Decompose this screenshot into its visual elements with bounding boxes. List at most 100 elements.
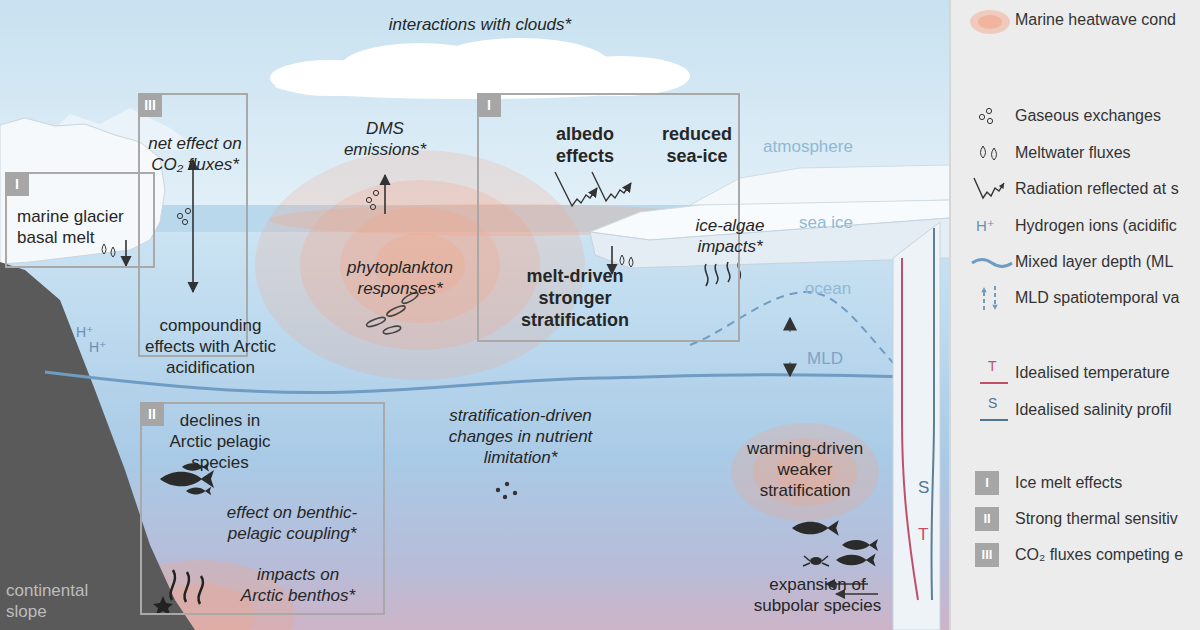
legend-symbol-part: [981, 287, 986, 292]
scene-label: phytoplankton responses*: [335, 257, 465, 299]
scene-label: ice-algae impacts*: [680, 215, 780, 257]
node-text: albedo effects: [535, 123, 635, 167]
albedo-ray: [555, 172, 597, 206]
crab-icon: [803, 556, 829, 566]
legend-symbol: [968, 101, 1014, 131]
legend-sample: [968, 283, 1014, 313]
nutrient-dot: [513, 491, 517, 495]
kelp: [170, 570, 175, 600]
albedo-ray: [592, 172, 631, 201]
legend-swatch: III: [975, 543, 999, 567]
group-tag: I: [477, 93, 501, 117]
node-text: impacts on Arctic benthos*: [238, 564, 358, 606]
ice-algae: [705, 264, 708, 286]
group-tag: I: [5, 172, 29, 196]
scene-label: MLD: [800, 348, 850, 369]
legend-sample: [968, 138, 1014, 168]
legend-text: Marine heatwave cond: [1015, 10, 1176, 30]
legend-sample: [968, 5, 1014, 35]
legend-sample-label: II: [975, 507, 999, 531]
node-text: warming-driven weaker stratification: [745, 438, 865, 501]
nutrient-dot: [503, 495, 507, 499]
scene-label: ocean: [793, 278, 863, 299]
node-text: marine glacier basal melt: [17, 206, 142, 248]
node-text: declines in Arctic pelagic species: [160, 410, 280, 473]
scene-label: H⁺: [89, 339, 107, 355]
kelp: [198, 576, 203, 604]
legend-sample-label: T: [988, 358, 997, 374]
mld-arrow: [789, 362, 791, 376]
legend-text: Idealised temperature: [1015, 363, 1170, 383]
node-text: net effect on CO₂ fluxes*: [140, 133, 250, 175]
crab-icon: [810, 557, 822, 565]
scene-label: S: [918, 477, 929, 498]
legend-sample: [968, 101, 1014, 131]
legend-text: Idealised salinity profil: [1015, 400, 1172, 420]
legend-symbol-part: [999, 183, 1004, 189]
legend-symbol: [968, 174, 1014, 204]
fish-icon: [842, 539, 878, 551]
salinity-profile: [931, 228, 934, 600]
meltwater-drop: [620, 255, 624, 265]
meltwater-drop: [111, 247, 115, 257]
node-text: effect on benthic-pelagic coupling*: [212, 502, 372, 544]
meltwater-drop: [102, 244, 106, 254]
scene-label: stratification-driven changes in nutrien…: [438, 405, 603, 468]
fish-icon: [792, 520, 839, 536]
phytoplankton: [386, 304, 407, 318]
phytoplankton: [366, 316, 387, 328]
ice-algae: [715, 264, 718, 284]
legend-sample-label: H⁺: [976, 217, 995, 235]
legend-symbol-part: [978, 15, 1002, 29]
legend-symbol-part: [981, 146, 986, 158]
ice-algae: [727, 262, 730, 282]
group-tag: II: [140, 402, 164, 426]
legend-sample-label: I: [975, 471, 999, 495]
marine-glacier: [0, 118, 165, 264]
legend-sample-label: S: [988, 395, 997, 411]
scene-label: expansion of subpolar species: [750, 574, 885, 616]
legend-sample: [968, 174, 1014, 204]
effect-box: Imarine glacier basal melt: [5, 172, 155, 268]
legend-symbol-part: [979, 114, 984, 119]
scene-label: sea ice: [791, 212, 861, 233]
legend-swatch: I: [975, 471, 999, 495]
gas-bubble: [177, 213, 182, 218]
gas-bubble: [366, 197, 371, 202]
heatwave-ellipse: [731, 423, 879, 521]
legend-symbol-part: [970, 10, 1010, 34]
cloud: [275, 73, 665, 99]
scene-label: T: [918, 524, 928, 545]
legend-symbol-part: [983, 290, 985, 310]
ocean-layer: [0, 205, 950, 630]
legend-symbol: [968, 5, 1014, 35]
gas-bubble: [370, 204, 375, 209]
legend-text: CO₂ fluxes competing e: [1015, 545, 1183, 565]
legend-symbol-part: [994, 286, 996, 306]
fish-icon: [186, 487, 211, 495]
meltwater-arrow: [125, 240, 127, 266]
legend-border: [949, 0, 951, 630]
legend-sample-label: III: [975, 543, 999, 567]
temperature-profile: [902, 258, 918, 600]
nutrient-dot: [496, 488, 500, 492]
legend-symbol-part: [980, 419, 1008, 421]
legend-sample: S: [968, 395, 1014, 425]
legend-symbol-part: [972, 260, 1012, 267]
legend-text: Mixed layer depth (ML: [1015, 252, 1173, 272]
heatwave-region: [255, 150, 585, 380]
sea-star: [153, 596, 173, 615]
effect-box: IIdeclines in Arctic pelagic species effe…: [140, 402, 385, 615]
gas-bubble: [373, 190, 378, 195]
node-text: reduced sea-ice: [647, 123, 747, 167]
meltwater-drop: [629, 257, 633, 267]
legend-sample: T: [968, 358, 1014, 388]
fish-icon: [160, 470, 214, 488]
legend-symbol-part: [980, 382, 1008, 384]
legend-swatch: II: [975, 507, 999, 531]
node-text: compounding effects with Arctic acidific…: [138, 315, 283, 378]
gas-bubble: [185, 208, 190, 213]
legend-sample: H⁺: [968, 211, 1014, 241]
